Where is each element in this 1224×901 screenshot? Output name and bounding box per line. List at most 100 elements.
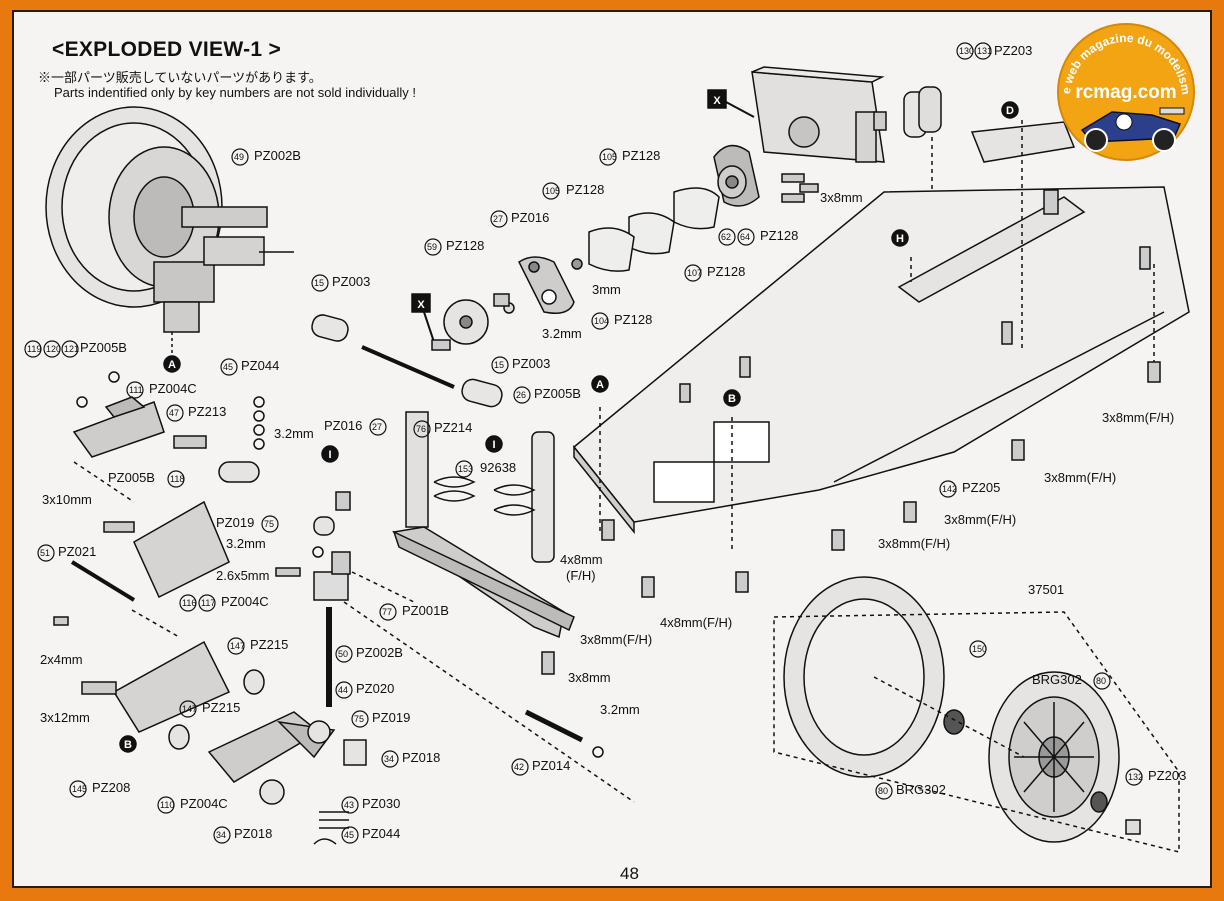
label-62-64: PZ128 [760,228,798,243]
size-3x8fh-c: 3x8mm(F/H) [1044,470,1116,485]
page-title: <EXPLODED VIEW-1 > [52,38,282,61]
size-4x8mm: 4x8mm [560,552,603,567]
arm-mount-front [133,500,230,599]
num-142: 142 [942,484,957,494]
key-number-circle [599,148,617,166]
body-post [531,431,555,563]
key-number-circle [737,228,755,246]
key-number-circle [37,544,55,562]
key-number-circle [261,515,279,533]
key-number-circle [43,340,61,358]
manual-page: A A B D H I I B X X PZ203 130 131 PZ002B [12,10,1212,888]
key-number-circle [684,264,702,282]
num-47a: 47 [169,408,179,418]
key-number-circle [939,480,957,498]
key-number-circle [718,228,736,246]
key-number-circle [335,645,353,663]
key-number-circle [1093,672,1111,690]
label-77: PZ001B [402,603,449,618]
key-number-circle [969,640,987,658]
size-3-2mm-b: 3.2mm [274,426,314,441]
num-130: 130 [959,46,974,56]
label-147b: PZ215 [202,700,240,715]
num-105b: 105 [545,186,560,196]
num-117: 117 [201,598,215,608]
label-132: PZ203 [1148,768,1186,783]
key-number-circle [490,210,508,228]
label-105b: PZ128 [566,182,604,197]
label-116-117: PZ004C [221,594,269,609]
size-3x8fh-a: 3x8mm(F/H) [878,536,950,551]
label-105a: PZ128 [622,148,660,163]
marker-a-chassis: A [596,379,604,391]
body-post-tower [392,411,575,639]
num-59: 59 [427,242,437,252]
label-76: PZ214 [434,420,472,435]
page-number: 48 [620,864,639,883]
label-26: PZ005B [534,386,581,401]
size-3x10mm: 3x10mm [42,492,92,507]
body-clips [433,476,536,516]
key-number-circle [157,796,175,814]
key-number-circle [24,340,42,358]
marker-x-screw: X [417,299,425,311]
key-number-circle [341,826,359,844]
label-15a: PZ003 [332,274,370,289]
key-number-circle [956,42,974,60]
num-131: 131 [977,46,992,56]
note-japanese: ※一部パーツ販売していないパーツがあります。 [38,70,322,85]
size-2x4mm: 2x4mm [40,652,83,667]
marker-i-rod: I [492,439,495,451]
label-59: PZ128 [446,238,484,253]
num-64: 64 [740,232,750,242]
num-77: 77 [382,607,392,617]
rcmag-logo: Le web magazine du modelisme rcmag.com [1052,20,1195,161]
num-62: 62 [721,232,731,242]
size-3mm: 3mm [592,282,621,297]
num-44: 44 [338,685,348,695]
key-number-circle [341,796,359,814]
rear-wheel-assembly [783,576,1141,843]
key-number-circle [179,594,197,612]
label-27b: PZ016 [324,418,362,433]
size-3x8-servo: 3x8mm [820,190,863,205]
servo [751,66,887,163]
rear-arm [207,711,321,783]
servo-saver [713,144,760,207]
label-110: PZ004C [180,796,228,811]
num-120: 120 [46,344,61,354]
label-47a: PZ213 [188,404,226,419]
note-english: Parts indentified only by key numbers ar… [54,85,417,100]
key-number-circle [167,470,185,488]
spacer-rings [588,187,720,272]
key-number-circle [179,700,197,718]
key-number-circle [424,238,442,256]
num-45b: 45 [344,830,354,840]
size-4x8mm-fh: (F/H) [566,568,596,583]
num-104: 104 [594,316,609,326]
num-110: 110 [160,800,174,810]
key-number-circle [166,404,184,422]
num-132: 132 [1128,772,1143,782]
key-number-circle [198,594,216,612]
label-42: PZ014 [532,758,570,773]
front-arm [72,396,165,458]
marker-h: H [896,233,904,245]
key-number-circle [381,750,399,768]
num-15b: 15 [494,360,504,370]
marker-x-servo [707,89,727,109]
label-147a: PZ215 [250,637,288,652]
num-111: 111 [129,385,143,395]
label-27a: PZ016 [511,210,549,225]
key-number-circle [126,381,144,399]
num-42: 42 [514,762,524,772]
num-51: 51 [40,548,50,558]
label-104: PZ128 [614,312,652,327]
label-49: PZ002B [254,148,301,163]
size-3x12mm: 3x12mm [40,710,90,725]
num-116: 116 [182,598,196,608]
num-15a: 15 [314,278,324,288]
key-number-circle [220,358,238,376]
num-50: 50 [338,649,348,659]
